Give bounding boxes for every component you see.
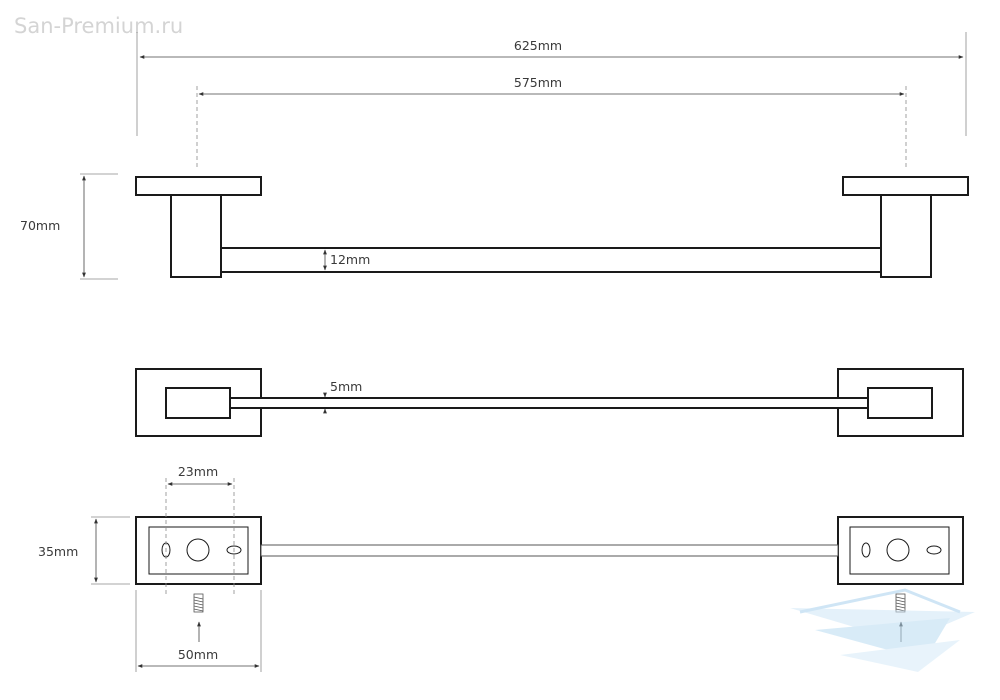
right-post <box>880 194 932 278</box>
left-screw <box>193 593 204 642</box>
hole-spacing-label: 23mm <box>178 464 218 479</box>
towel-bar-bottom <box>260 544 839 557</box>
plate-height-label: 35mm <box>38 544 78 559</box>
bar-depth-label: 5mm <box>330 379 362 394</box>
logo-watermark <box>790 588 975 672</box>
left-center-hole <box>186 538 210 562</box>
right-plate-inner <box>849 526 950 575</box>
plate-height-dimension: 35mm <box>38 516 130 585</box>
mount-spacing-label: 575mm <box>514 75 562 90</box>
mount-spacing-dimension: 575mm <box>196 75 907 170</box>
top-view <box>135 368 964 437</box>
left-wall-plate <box>135 176 262 196</box>
right-slot-hole-horizontal <box>926 545 942 555</box>
right-slot-hole <box>861 542 871 558</box>
towel-bar-top <box>229 397 869 409</box>
left-mounting-plate <box>135 516 262 585</box>
towel-bar <box>220 247 882 273</box>
bar-height-dimension: 12mm <box>323 249 370 271</box>
overall-length-label: 625mm <box>514 38 562 53</box>
overall-length-dimension: 625mm <box>136 32 967 136</box>
right-wall-plate <box>842 176 969 196</box>
hole-spacing-dimension: 23mm <box>165 464 235 595</box>
left-post <box>170 194 222 278</box>
bar-depth-dimension: 5mm <box>323 379 362 414</box>
height-dimension: 70mm <box>20 173 118 280</box>
left-plate-inner <box>148 526 249 575</box>
plate-width-dimension: 50mm <box>135 590 262 672</box>
left-holder-top <box>165 387 231 419</box>
plate-width-label: 50mm <box>178 647 218 662</box>
right-center-hole <box>886 538 910 562</box>
right-holder-top <box>867 387 933 419</box>
left-slot-hole-horizontal <box>226 545 242 555</box>
watermark-text: San-Premium.ru <box>14 14 183 38</box>
right-mounting-plate <box>837 516 964 585</box>
bar-height-label: 12mm <box>330 252 370 267</box>
height-label: 70mm <box>20 218 60 233</box>
mounting-view <box>135 516 964 585</box>
side-view <box>135 176 969 278</box>
